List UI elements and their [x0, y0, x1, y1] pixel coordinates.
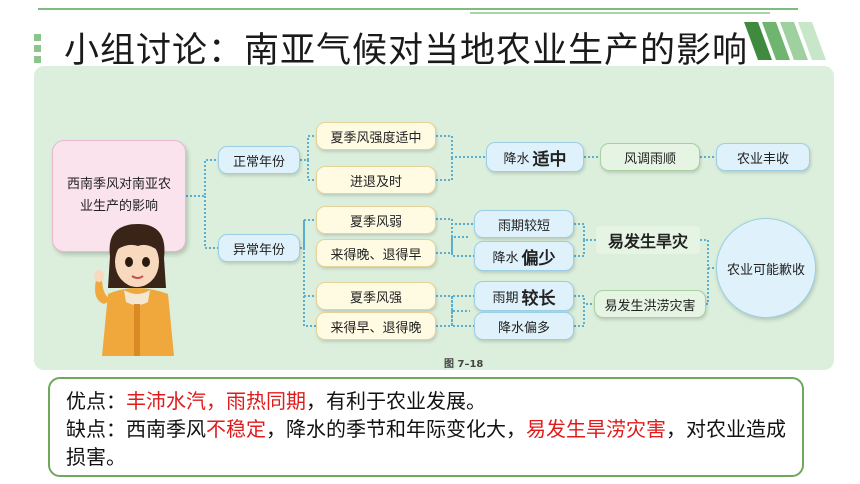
normal-year-node: 正常年份 — [218, 146, 300, 174]
pros-line: 优点：丰沛水汽，雨热同期，有利于农业发展。 — [66, 387, 786, 415]
strong-rain-prefix: 雨期 — [492, 290, 519, 306]
figure-caption: 图 7–18 — [444, 359, 484, 370]
crop-failure-node: 农业可能歉收 — [716, 218, 816, 318]
normal-precip-node: 降水 适中 — [486, 142, 584, 172]
pros-highlight: 丰沛水汽，雨热同期 — [126, 389, 306, 413]
crop-failure-label: 农业可能歉收 — [726, 262, 805, 278]
weak-rain-period-node: 雨期较短 — [474, 210, 574, 238]
abnormal-year-node: 异常年份 — [218, 234, 300, 262]
flood-node: 易发生洪涝灾害 — [594, 290, 706, 318]
top-stripe-secondary — [470, 12, 770, 14]
strong-rain-bold: 较长 — [521, 288, 556, 309]
strong-cause-node: 来得早、退得晚 — [316, 312, 436, 340]
cons-rest: ，对农业造成损害。 — [66, 417, 786, 469]
cons-highlight-disaster: 易发生旱涝灾害 — [526, 417, 666, 441]
normal-precip-bold: 适中 — [532, 149, 567, 170]
weak-precip-prefix: 降水 — [492, 250, 519, 266]
cons-label: 缺点：西南季风 — [66, 417, 206, 441]
weak-cause-label: 来得晚、退得早 — [330, 247, 422, 263]
normal-cause-node: 进退及时 — [316, 166, 436, 194]
strong-rain-period-node: 雨期 较长 — [474, 281, 574, 311]
normal-cause-node: 夏季风强度适中 — [316, 122, 436, 150]
weak-precip-bold: 偏少 — [521, 248, 556, 269]
cons-mid: ，降水的季节和年际变化大， — [266, 417, 526, 441]
cons-highlight-unstable: 不稳定 — [206, 417, 266, 441]
abnormal-year-label: 异常年份 — [232, 242, 285, 258]
flood-label: 易发生洪涝灾害 — [604, 298, 696, 314]
page-title: 小组讨论：南亚气候对当地农业生产的影响 — [64, 31, 749, 71]
weak-precip-node: 降水 偏少 — [474, 241, 574, 271]
harvest-label: 农业丰收 — [736, 151, 789, 167]
good-weather-node: 风调雨顺 — [600, 143, 700, 171]
weak-cause-node: 来得晚、退得早 — [316, 239, 436, 267]
title-bullet-icon — [34, 34, 44, 63]
strong-precip-node: 降水偏多 — [474, 312, 574, 340]
cartoon-girl-icon — [94, 224, 174, 356]
root-label: 西南季风对南亚农业生产的影响 — [66, 177, 171, 214]
drought-label: 易发生旱灾 — [607, 232, 688, 251]
strong-cause-label: 来得早、退得晚 — [330, 320, 422, 336]
normal-year-label: 正常年份 — [232, 154, 285, 170]
diagonal-stripes-icon — [744, 22, 826, 60]
weak-rain-period-label: 雨期较短 — [497, 218, 550, 234]
strong-precip-label: 降水偏多 — [497, 320, 550, 336]
top-decoration-bar — [0, 0, 860, 16]
pros-rest: ，有利于农业发展。 — [306, 389, 486, 413]
normal-cause-label: 夏季风强度适中 — [330, 130, 422, 146]
weak-cause-node: 夏季风弱 — [316, 206, 436, 234]
weak-cause-label: 夏季风弱 — [349, 214, 402, 230]
top-stripe — [38, 8, 798, 10]
summary-box: 优点：丰沛水汽，雨热同期，有利于农业发展。 缺点：西南季风不稳定，降水的季节和年… — [48, 377, 804, 477]
harvest-node: 农业丰收 — [716, 143, 810, 171]
drought-node: 易发生旱灾 — [596, 226, 700, 254]
strong-cause-label: 夏季风强 — [349, 290, 402, 306]
cons-line: 缺点：西南季风不稳定，降水的季节和年际变化大，易发生旱涝灾害，对农业造成损害。 — [66, 415, 786, 471]
normal-precip-prefix: 降水 — [503, 151, 530, 167]
strong-cause-node: 夏季风强 — [316, 282, 436, 310]
good-weather-label: 风调雨顺 — [623, 151, 676, 167]
pros-label: 优点： — [66, 389, 126, 413]
normal-cause-label: 进退及时 — [349, 174, 402, 190]
